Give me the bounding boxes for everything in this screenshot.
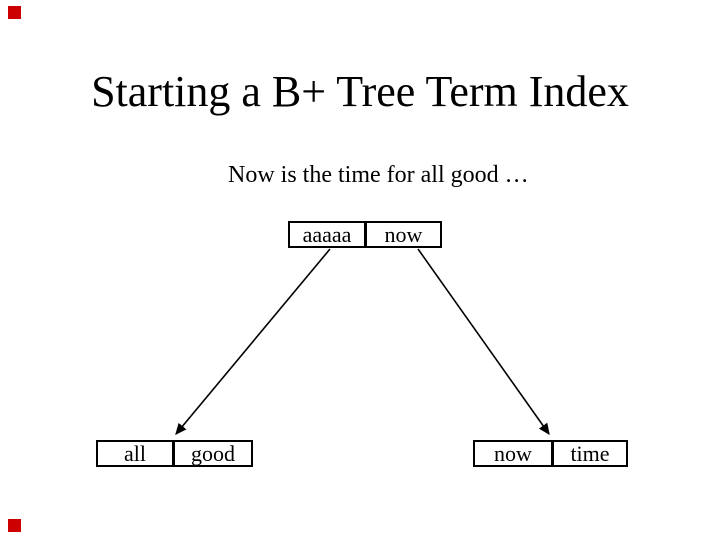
corner-decoration-square-bottom-left: [8, 519, 21, 532]
tree-root-node: aaaaa now: [288, 221, 442, 248]
tree-cell: good: [172, 442, 251, 465]
tree-leaf-node-left: all good: [96, 440, 253, 467]
tree-cell: now: [494, 440, 532, 466]
tree-cell: now: [364, 223, 440, 246]
slide-subtitle: Now is the time for all good …: [228, 162, 529, 188]
corner-decoration-square-top-left: [8, 6, 21, 19]
tree-cell: time: [551, 442, 626, 465]
tree-cell: aaaaa: [302, 221, 352, 247]
tree-leaf-node-right: now time: [473, 440, 628, 467]
tree-cell: all: [124, 440, 146, 466]
slide-title: Starting a B+ Tree Term Index: [91, 67, 629, 116]
edge-root-to-left-leaf: [175, 248, 331, 435]
edge-root-to-right-leaf: [417, 248, 550, 436]
